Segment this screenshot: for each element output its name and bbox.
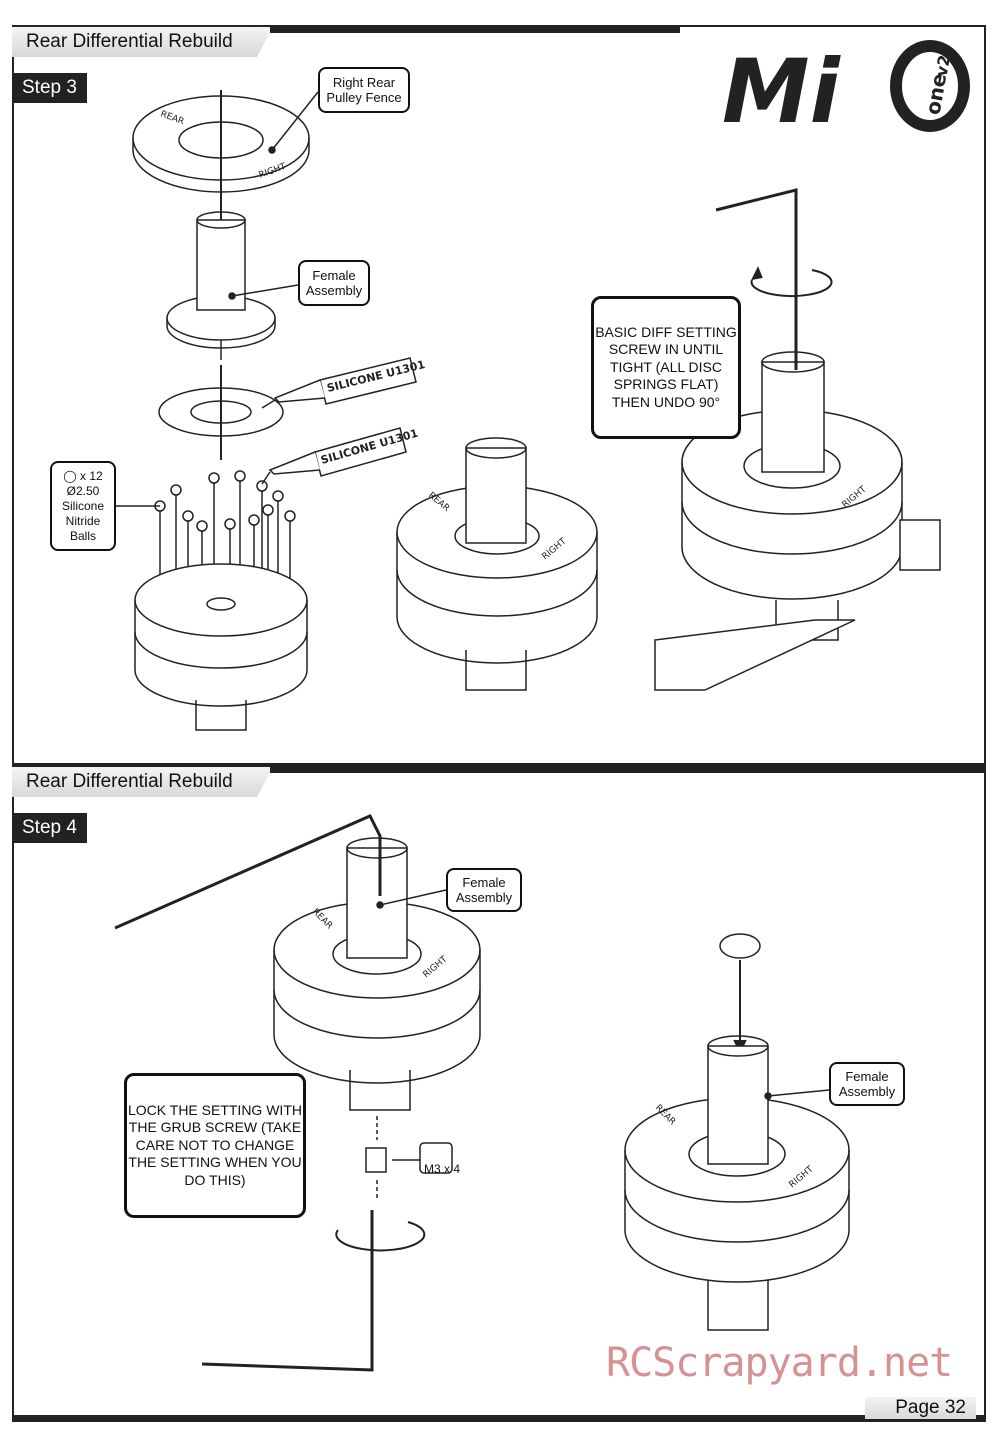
footer-bar xyxy=(12,1415,986,1422)
mi-one-v2-logo: Mi one v2 xyxy=(720,34,970,134)
callout-female-assembly-step4-left: Female Assembly xyxy=(446,868,522,912)
pulley-drawing-step3-left xyxy=(134,563,308,731)
silicone-tube-2 xyxy=(261,427,407,485)
callout-lock-setting: LOCK THE SETTING WITH THE GRUB SCREW (TA… xyxy=(124,1073,306,1218)
section1-title: Rear Differential Rebuild xyxy=(12,27,273,57)
section2-header: Rear Differential Rebuild xyxy=(12,767,273,797)
female-assembly-drawing xyxy=(166,211,276,360)
step3-label: Step 3 xyxy=(12,73,87,103)
pulley-fence-drawing xyxy=(132,90,310,220)
shim-washer-drawing xyxy=(158,365,284,460)
callout-pulley-fence: Right Rear Pulley Fence xyxy=(318,67,410,113)
callout-female-assembly-step4-right: Female Assembly xyxy=(829,1062,905,1106)
step3-panel xyxy=(12,25,986,765)
callout-female-assembly-step3: Female Assembly xyxy=(298,260,370,306)
pulley-drawing-step4-right xyxy=(624,933,850,1331)
pulley-drawing-step3-right xyxy=(654,188,941,691)
header-bar-1 xyxy=(270,27,680,33)
pulley-drawing-step4-left xyxy=(114,814,481,1372)
logo-main-text: Mi xyxy=(722,40,842,134)
header-bar-2 xyxy=(270,767,986,773)
silicone-tube-1 xyxy=(261,357,417,409)
callout-balls: ◯ x 12 Ø2.50 Silicone Nitride Balls xyxy=(50,461,116,551)
step4-label: Step 4 xyxy=(12,813,87,843)
page-number: Page 32 xyxy=(865,1397,976,1419)
callout-basic-diff: BASIC DIFF SETTING SCREW IN UNTIL TIGHT … xyxy=(591,296,741,439)
section2-title: Rear Differential Rebuild xyxy=(12,767,273,797)
pulley-drawing-step3-middle xyxy=(396,437,598,691)
screw-size-label: M3 x 4 xyxy=(424,1162,461,1176)
section1-header: Rear Differential Rebuild xyxy=(12,27,273,57)
leader-lines xyxy=(116,91,830,1100)
watermark: RCScrapyard.net xyxy=(606,1340,953,1386)
logo-version-text: v2 xyxy=(932,53,954,78)
